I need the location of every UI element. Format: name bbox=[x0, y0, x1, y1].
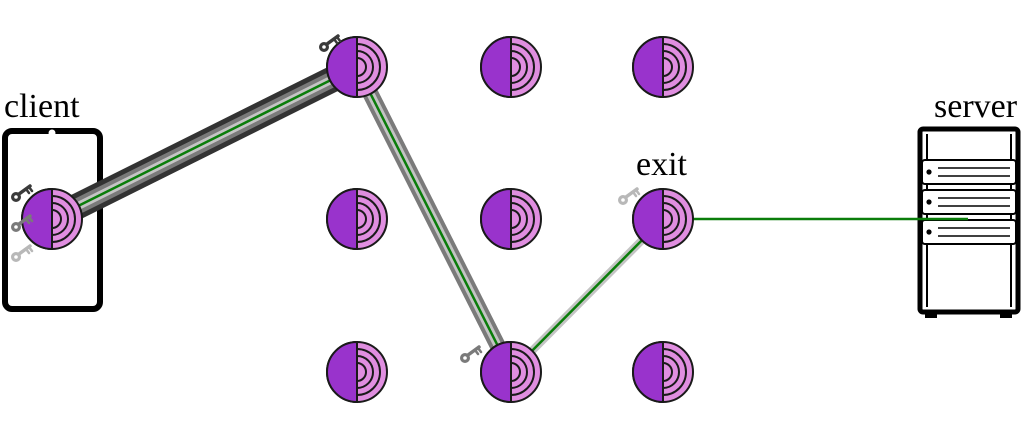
onion-relay-icon bbox=[326, 341, 388, 403]
onion-relay-icon bbox=[632, 36, 694, 98]
server-unit bbox=[921, 159, 1017, 185]
onion-relay-icon bbox=[480, 36, 542, 98]
key-icon bbox=[616, 187, 641, 207]
onion-relay-icon bbox=[632, 341, 694, 403]
exit-label: exit bbox=[636, 146, 688, 183]
onion-relay-icon-middle bbox=[480, 341, 542, 403]
onion-relay-icon bbox=[480, 188, 542, 250]
server-unit bbox=[921, 219, 1017, 245]
server-label: server bbox=[934, 88, 1018, 125]
server-unit bbox=[921, 189, 1017, 215]
onion-relay-icon-exit bbox=[632, 188, 694, 250]
client-label: client bbox=[4, 88, 80, 125]
key-icon bbox=[458, 345, 483, 365]
onion-relay-icon bbox=[326, 188, 388, 250]
server-rack-icon bbox=[917, 126, 1021, 318]
onion-relay-icon-guard bbox=[326, 36, 388, 98]
